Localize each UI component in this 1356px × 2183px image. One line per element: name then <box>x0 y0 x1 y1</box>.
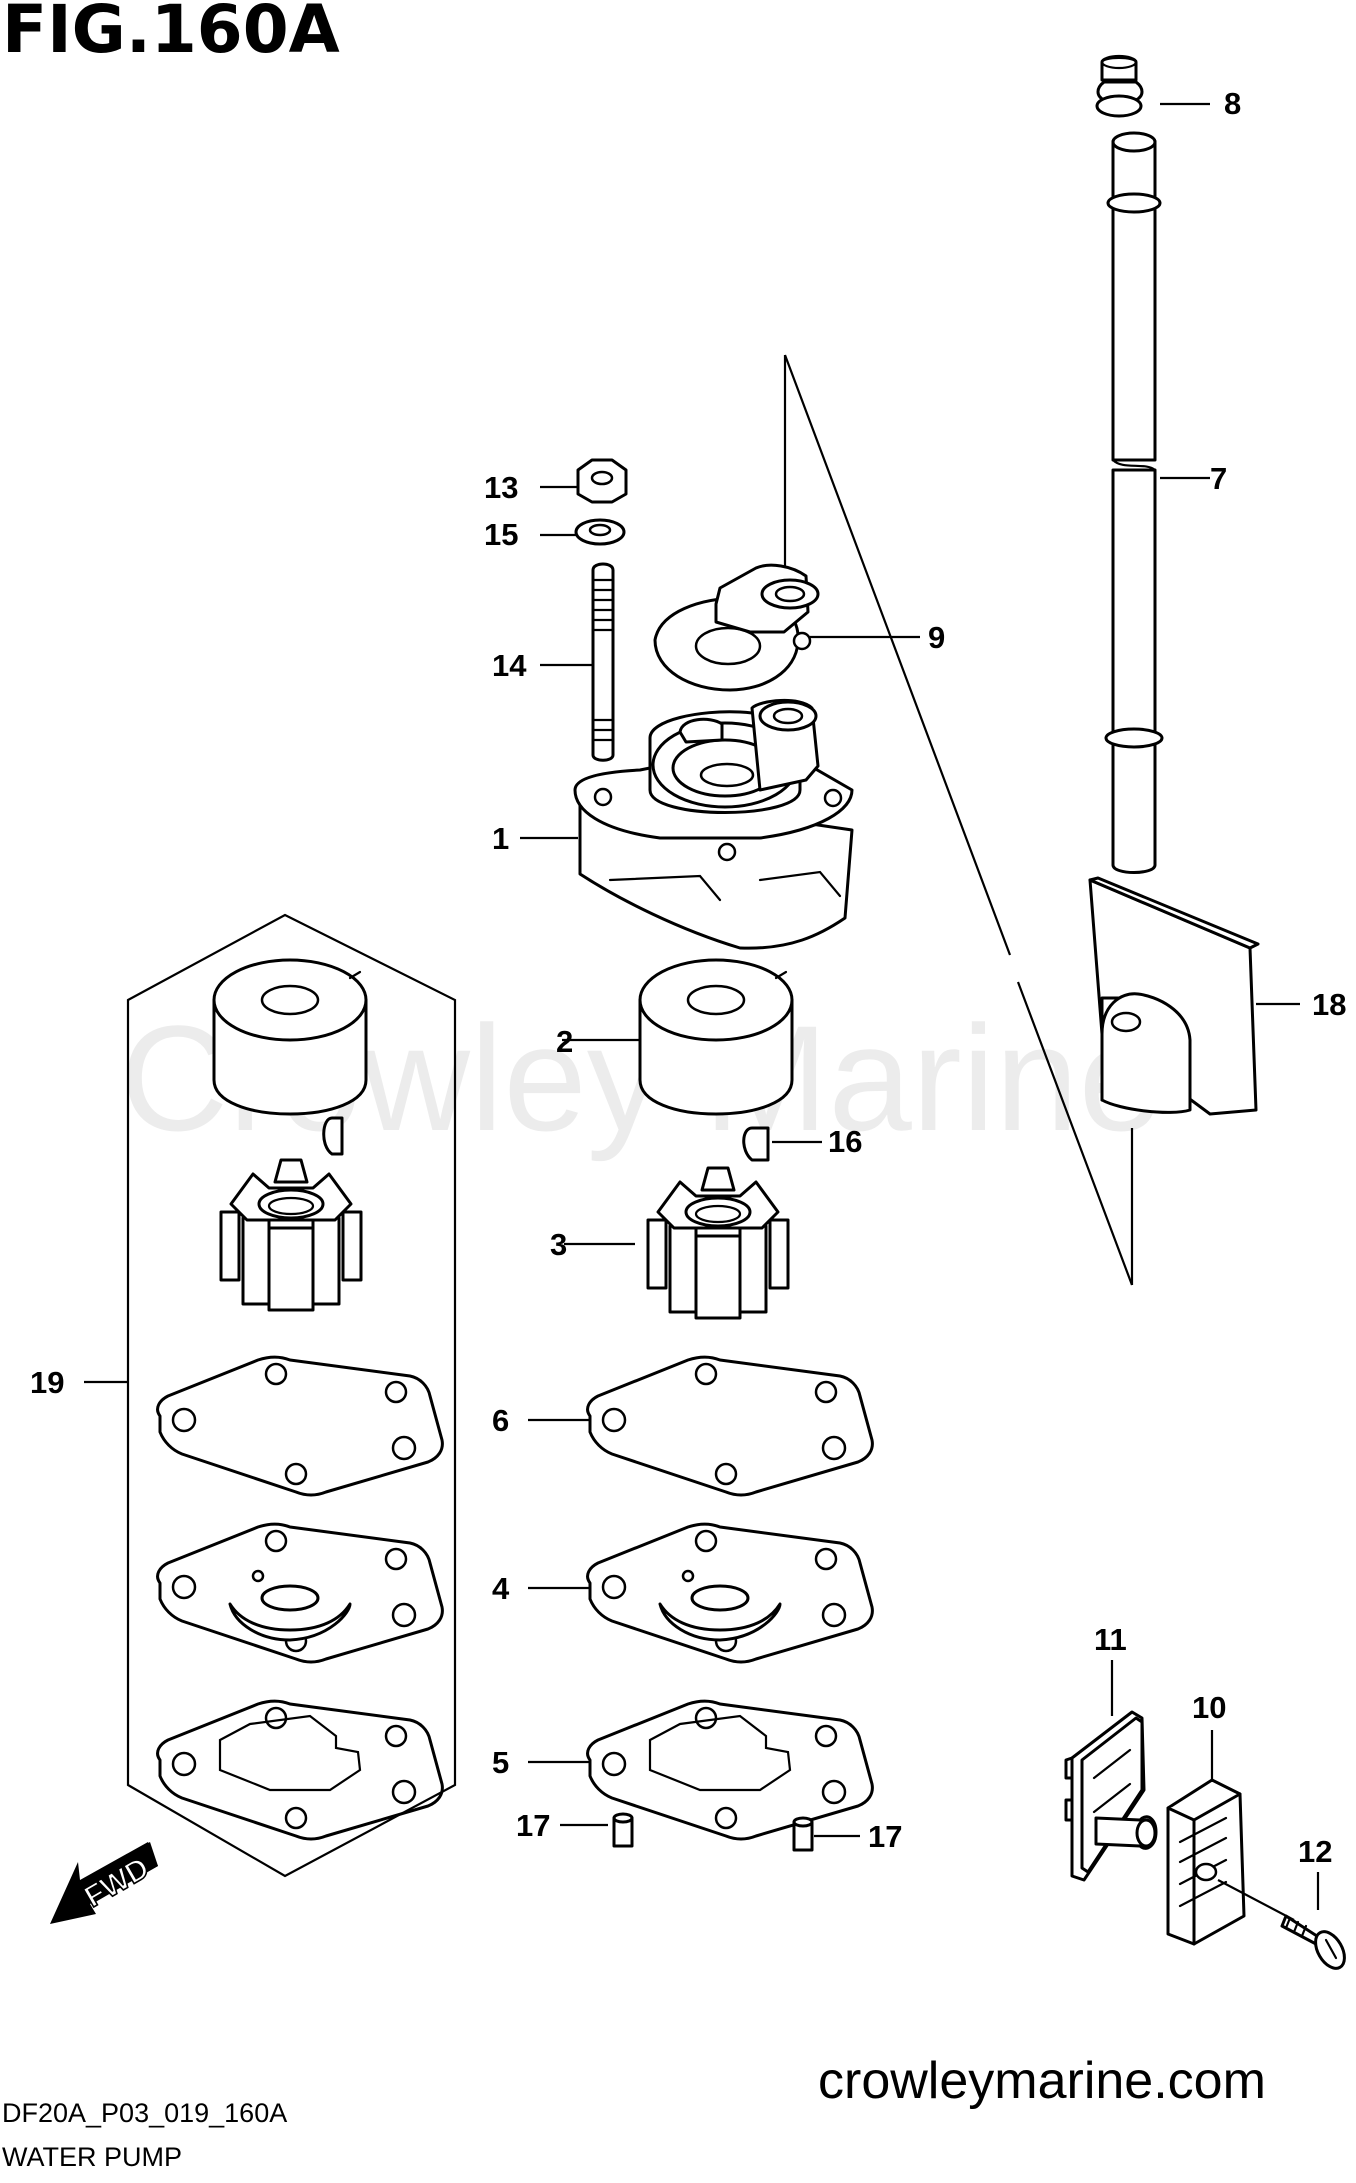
fwd-arrow-icon: FWD <box>50 1842 158 1924</box>
callout-17-left: 17 <box>516 1808 550 1843</box>
part-stud-bolt <box>591 562 615 762</box>
part-gasket-lower <box>586 1699 874 1841</box>
part-washer <box>574 518 626 546</box>
part-pump-case <box>573 698 854 950</box>
part-liner-plate <box>586 1522 874 1664</box>
callout-13: 13 <box>484 470 518 505</box>
kit-gasket-lower <box>156 1699 444 1841</box>
callout-10: 10 <box>1192 1690 1226 1725</box>
part-screw <box>1217 1879 1346 1970</box>
part-dowel-pin-left <box>612 1812 634 1848</box>
group-bracket-line <box>783 354 1134 1286</box>
part-bracket <box>1166 1778 1246 1946</box>
callout-2: 2 <box>556 1024 573 1059</box>
part-guide <box>653 563 820 692</box>
part-grommet <box>1095 54 1144 118</box>
callout-15: 15 <box>484 517 518 552</box>
part-gasket-upper <box>586 1355 874 1497</box>
part-nut <box>576 458 628 504</box>
callout-6: 6 <box>492 1403 509 1438</box>
figure-code: DF20A_P03_019_160A <box>2 2098 287 2128</box>
part-impeller-housing <box>638 958 794 1116</box>
callout-18: 18 <box>1312 987 1346 1022</box>
figure-title: FIG.160A <box>2 0 340 68</box>
callout-16: 16 <box>828 1124 862 1159</box>
leader-lines <box>84 102 1320 1910</box>
callout-19: 19 <box>30 1365 64 1400</box>
callout-9: 9 <box>928 620 945 655</box>
callout-12: 12 <box>1298 1834 1332 1869</box>
figure-name: WATER PUMP <box>2 2142 182 2172</box>
callout-7: 7 <box>1210 461 1227 496</box>
part-water-tube <box>1104 131 1164 874</box>
part-clip <box>1064 1710 1158 1882</box>
part-impeller <box>646 1166 790 1320</box>
part-cover-plate <box>1088 876 1260 1116</box>
callout-17-right: 17 <box>868 1819 902 1854</box>
callout-4: 4 <box>492 1571 510 1606</box>
kit-key <box>322 1116 344 1156</box>
callout-3: 3 <box>550 1227 567 1262</box>
callout-5: 5 <box>492 1745 509 1780</box>
part-dowel-pin-right <box>792 1816 814 1852</box>
website-url: crowleymarine.com <box>818 2052 1266 2110</box>
part-key <box>742 1126 770 1162</box>
callout-8: 8 <box>1224 86 1241 121</box>
kit-gasket-upper <box>156 1355 444 1497</box>
kit-outline <box>126 913 457 1878</box>
callout-1: 1 <box>492 821 509 856</box>
kit-impeller-housing <box>212 958 368 1116</box>
kit-impeller <box>219 1158 363 1312</box>
callout-11: 11 <box>1094 1622 1127 1657</box>
callout-14: 14 <box>492 648 527 683</box>
kit-liner-plate <box>156 1522 444 1664</box>
